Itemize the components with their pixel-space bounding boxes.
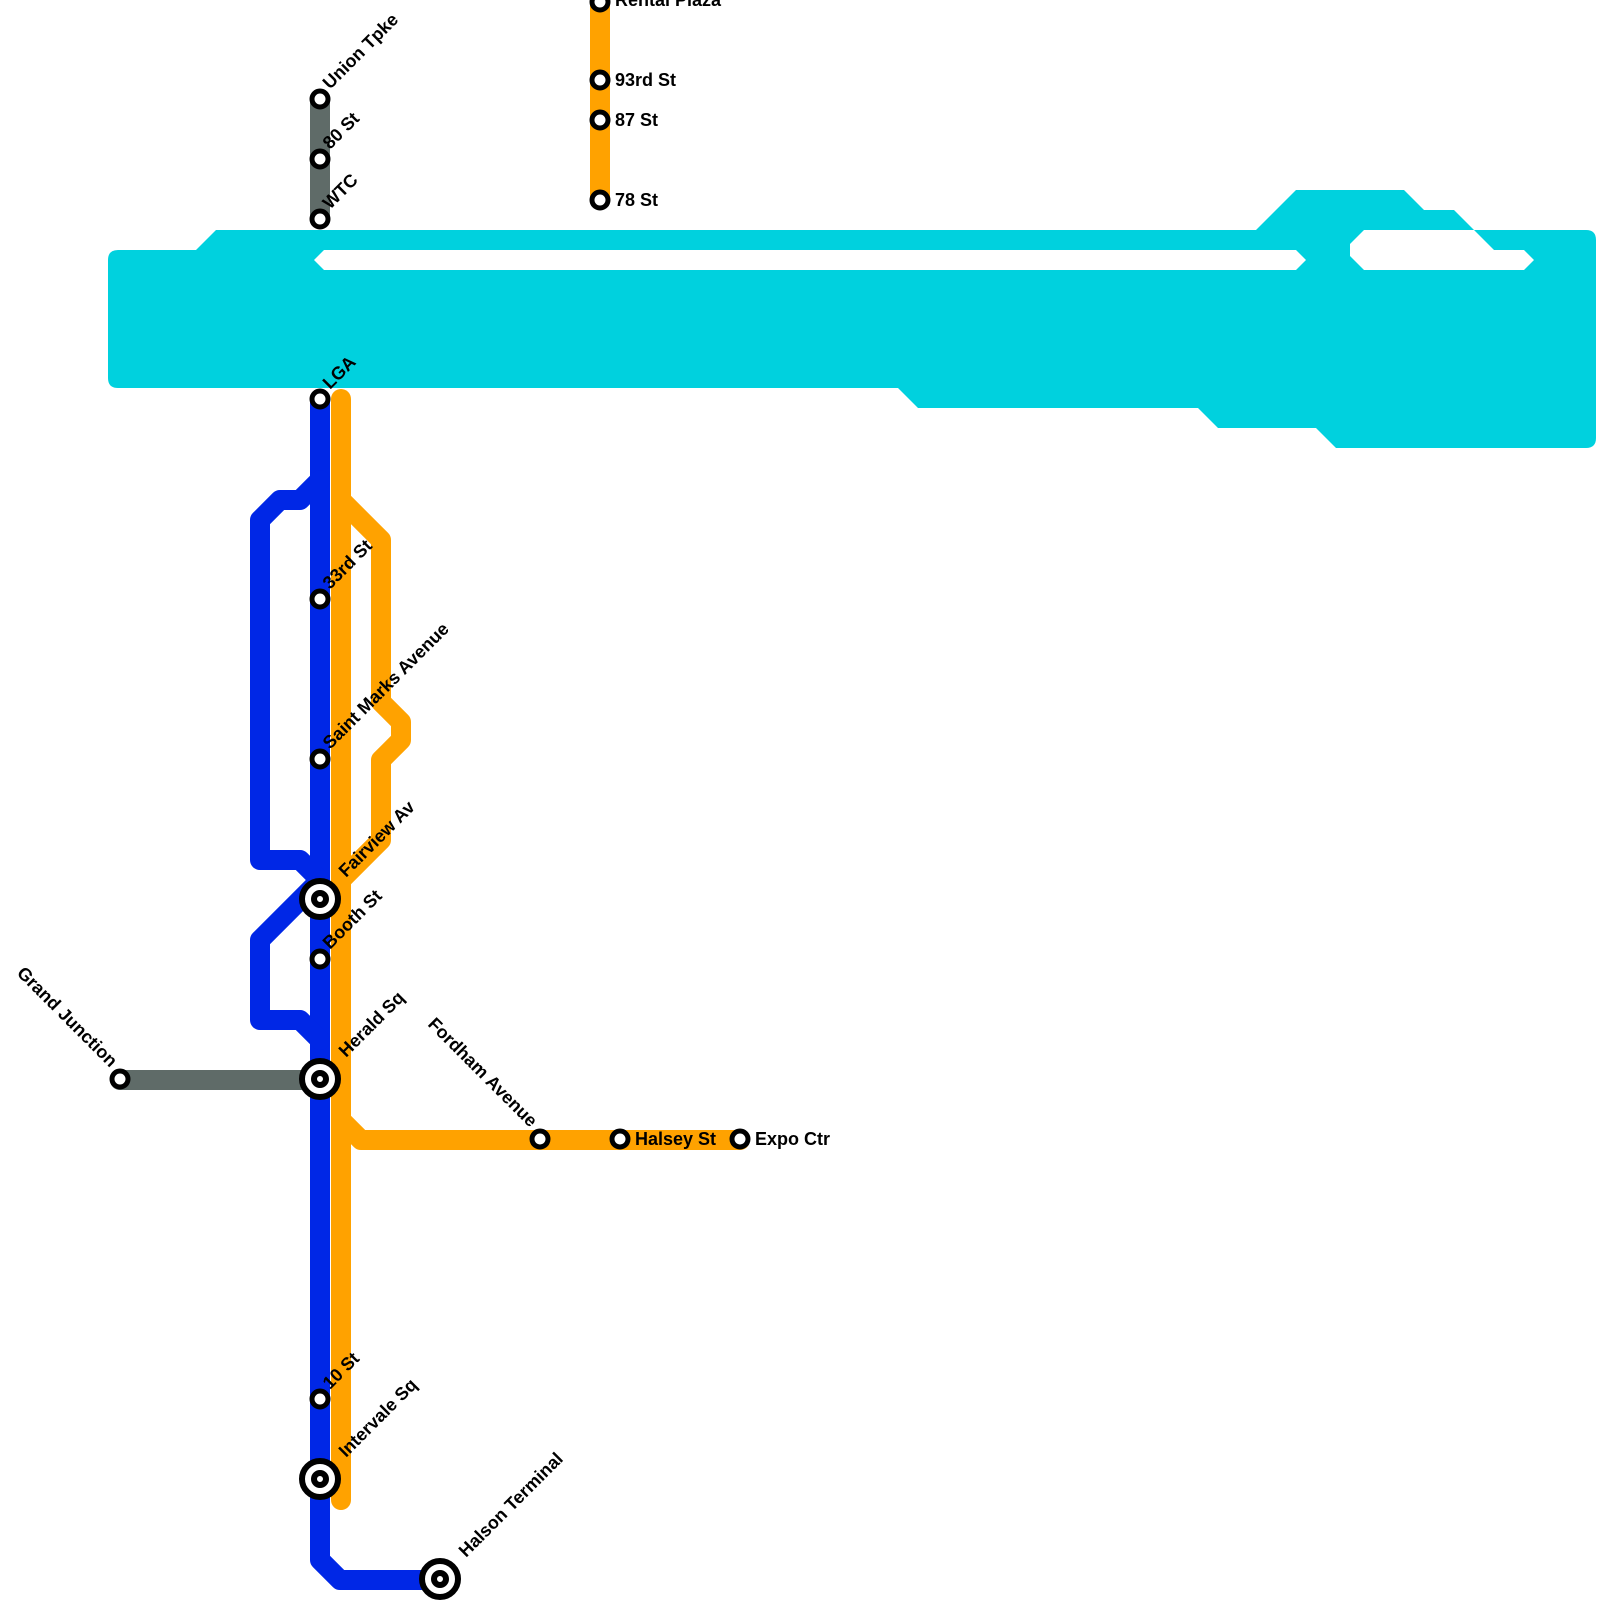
- loop-holes: [270, 520, 300, 848]
- station-93rd-st[interactable]: 93rd St: [589, 69, 676, 91]
- station-union-tpke[interactable]: Union Tpke: [309, 9, 402, 110]
- blue-line-main[interactable]: [310, 389, 450, 1590]
- station-expo-ctr[interactable]: Expo Ctr: [729, 1128, 830, 1150]
- blue-line-loop-north[interactable]: [250, 470, 330, 890]
- blue-line-loop-south[interactable]: [250, 870, 330, 1050]
- line-cyan[interactable]: [108, 190, 1596, 448]
- station-label: Union Tpke: [319, 9, 402, 92]
- line-blue[interactable]: [250, 389, 450, 1590]
- cyan-gap-right: [1350, 230, 1534, 270]
- station-87-st[interactable]: 87 St: [589, 109, 658, 131]
- orange-line-loop[interactable]: [331, 490, 411, 890]
- cyan-gap-left: [314, 250, 1306, 270]
- station-fordham-avenue[interactable]: Fordham Avenue: [424, 1014, 551, 1150]
- station-label: Halson Terminal: [455, 1449, 567, 1561]
- station-label: Rental Plaza: [615, 0, 722, 10]
- station-label: 78 St: [615, 190, 658, 210]
- station-rental-plaza[interactable]: Rental Plaza: [589, 0, 722, 13]
- station-halson-terminal[interactable]: Halson Terminal: [419, 1449, 567, 1600]
- station-label: 93rd St: [615, 70, 676, 90]
- station-halsey-st[interactable]: Halsey St: [609, 1128, 716, 1150]
- station-grand-junction[interactable]: Grand Junction: [13, 963, 131, 1090]
- station-label: Expo Ctr: [755, 1129, 830, 1149]
- station-label: 87 St: [615, 110, 658, 130]
- station-label: Halsey St: [635, 1129, 716, 1149]
- station-78-st[interactable]: 78 St: [589, 189, 658, 211]
- station-label: Fordham Avenue: [424, 1014, 541, 1131]
- line-orange[interactable]: [331, 0, 750, 1510]
- station-label: Grand Junction: [13, 963, 121, 1071]
